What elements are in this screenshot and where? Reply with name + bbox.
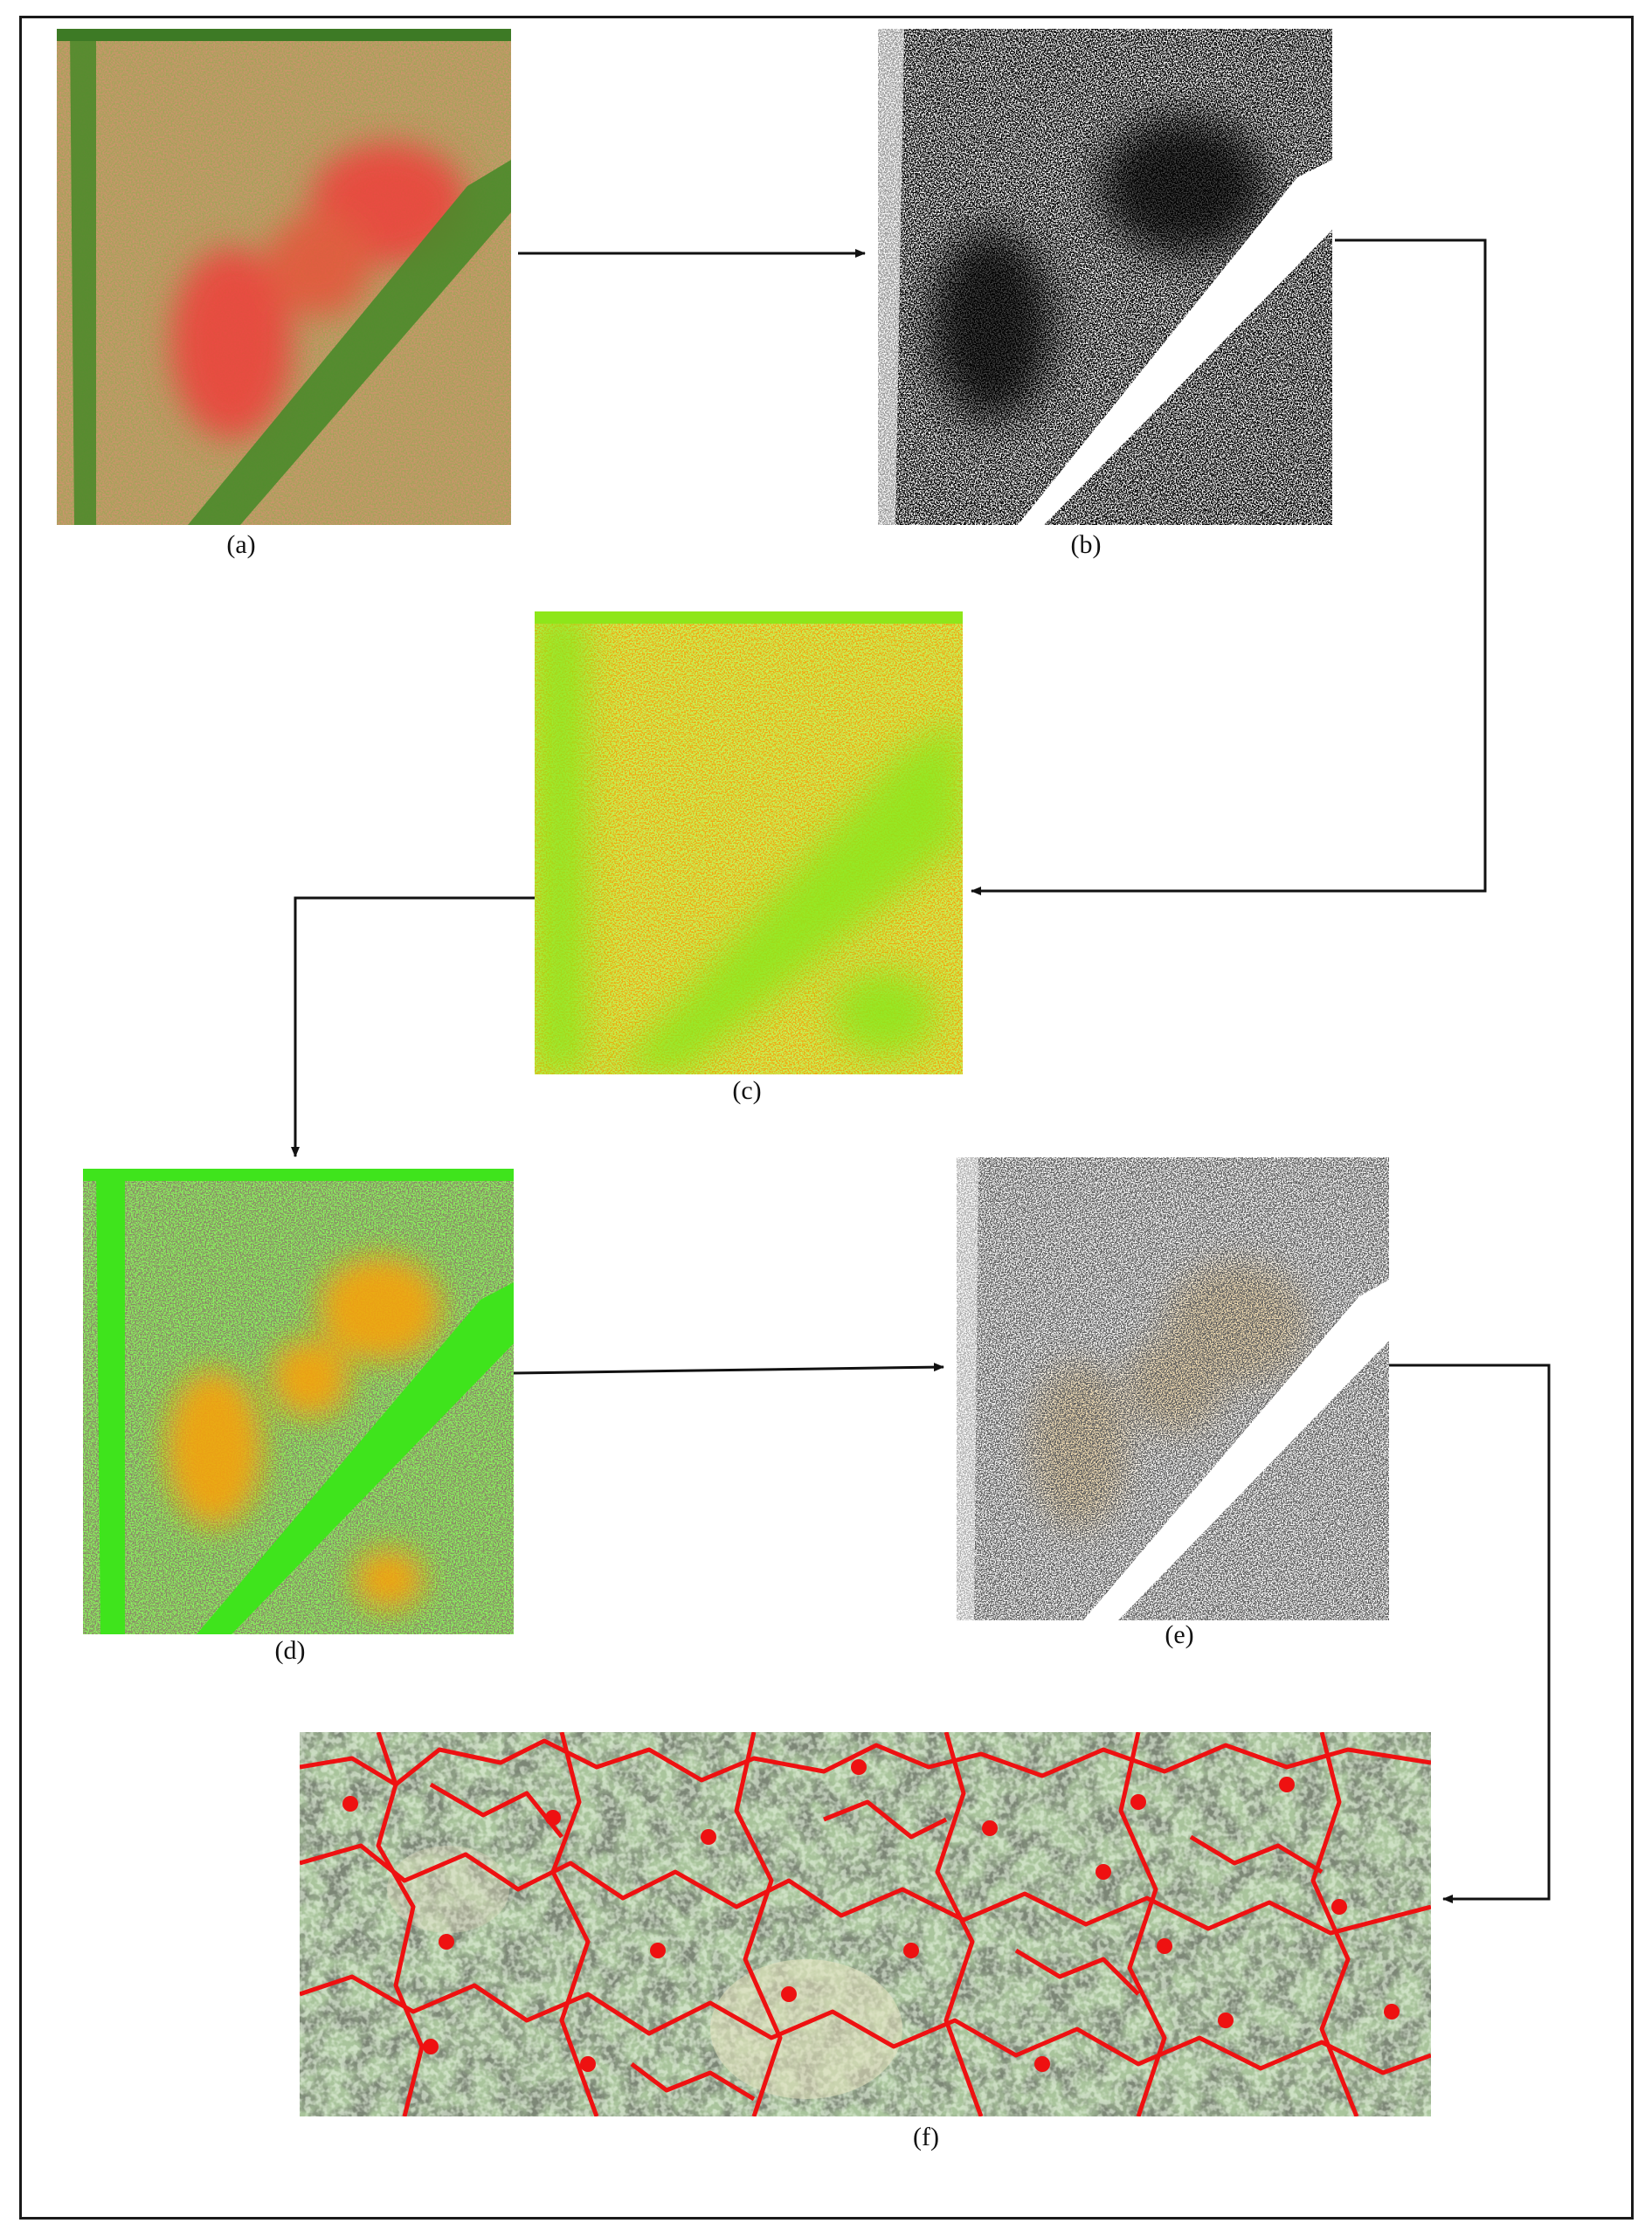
caption-c: (c): [732, 1076, 762, 1105]
panel-c-classified-image: [535, 611, 963, 1074]
panel-b-graphic: [878, 29, 1332, 525]
arrow-b-to-c: [971, 238, 1487, 895]
caption-f: (f): [913, 2123, 939, 2151]
panel-d-classified-image: [83, 1169, 514, 1634]
caption-e: (e): [1165, 1620, 1194, 1649]
panel-c-graphic: [535, 611, 963, 1074]
caption-b: (b): [1070, 530, 1102, 559]
panel-f-tree-crown-delineation: [300, 1732, 1431, 2116]
figure-frame: [19, 16, 1634, 2220]
arrow-c-to-d: [291, 896, 535, 1157]
panel-e-graphic: [957, 1157, 1389, 1620]
panel-d-graphic: [83, 1169, 514, 1634]
caption-d: (d): [274, 1636, 306, 1665]
arrow-e-to-f: [1389, 1364, 1551, 1903]
panel-a-ndvi-image: [57, 29, 511, 525]
panel-b-binary-image: [878, 29, 1332, 525]
panel-a-graphic: [57, 29, 511, 525]
arrow-d-to-e: [513, 1363, 944, 1375]
caption-a: (a): [226, 530, 256, 559]
panel-e-segmented-image: [957, 1157, 1389, 1620]
panel-f-graphic: [300, 1732, 1431, 2116]
